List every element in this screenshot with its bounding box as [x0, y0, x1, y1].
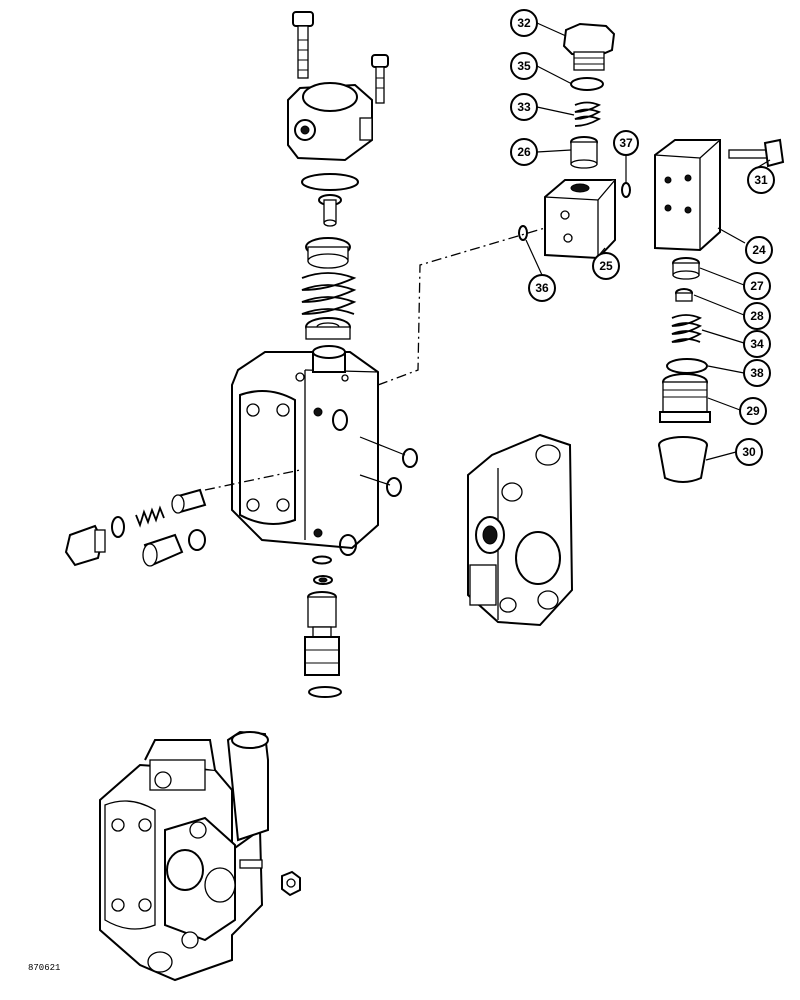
svg-text:31: 31 [754, 173, 768, 187]
small-o-ring-36 [518, 225, 528, 241]
callout-24: 24 [745, 236, 773, 264]
svg-text:38: 38 [750, 366, 764, 380]
o-ring-cover [301, 173, 359, 191]
top-cover-housing [287, 82, 373, 162]
callout-31: 31 [747, 166, 775, 194]
plug-left [64, 524, 106, 567]
o-ring-38 [666, 358, 708, 374]
svg-text:29: 29 [746, 404, 760, 418]
check-seat-27 [672, 257, 700, 280]
spring-seat-upper [305, 237, 351, 269]
callout-29: 29 [739, 397, 767, 425]
main-spring [301, 272, 357, 315]
cover-block-24 [654, 139, 721, 252]
main-valve-body [231, 345, 379, 550]
callout-26: 26 [510, 138, 538, 166]
end-cover-body [467, 433, 574, 627]
adapter-29 [659, 373, 711, 423]
svg-text:36: 36 [535, 281, 549, 295]
cap-screw-long [292, 11, 314, 79]
callout-35: 35 [510, 52, 538, 80]
small-spring-left [135, 505, 165, 528]
figure-id: 870621 [28, 963, 61, 973]
svg-text:32: 32 [517, 16, 531, 30]
cap-screw-short [371, 54, 389, 104]
svg-text:30: 30 [742, 445, 756, 459]
o-ring-port-2 [402, 448, 418, 468]
svg-text:28: 28 [750, 309, 764, 323]
assembled-valve [99, 730, 269, 982]
svg-text:33: 33 [517, 100, 531, 114]
callout-34: 34 [743, 330, 771, 358]
o-ring-plug [111, 516, 125, 538]
bolt-31 [728, 138, 785, 168]
svg-text:25: 25 [599, 259, 613, 273]
svg-text:35: 35 [517, 59, 531, 73]
svg-text:37: 37 [619, 136, 633, 150]
o-ring-spool-bottom [308, 686, 342, 698]
svg-text:34: 34 [750, 337, 764, 351]
relief-o-ring [570, 77, 604, 91]
svg-text:24: 24 [752, 243, 766, 257]
hex-nut [281, 870, 301, 897]
callout-36: 36 [528, 274, 556, 302]
o-ring-spool-top [312, 555, 332, 565]
relief-spring [574, 101, 602, 127]
callout-38: 38 [743, 359, 771, 387]
valve-block-25 [544, 179, 616, 260]
callout-27: 27 [743, 272, 771, 300]
relief-plug [562, 22, 616, 71]
spring-seat-lower [305, 317, 351, 340]
plug-nut-left [142, 533, 184, 567]
small-o-ring-37 [621, 182, 631, 198]
spool [304, 591, 340, 676]
check-spring-34 [671, 314, 703, 343]
callout-32: 32 [510, 9, 538, 37]
callout-33: 33 [510, 93, 538, 121]
callout-30: 30 [735, 438, 763, 466]
relief-poppet [570, 136, 598, 169]
o-ring-port-1 [332, 409, 348, 431]
o-ring-port-4 [339, 534, 357, 556]
cap-30 [658, 436, 708, 483]
callout-25: 25 [592, 252, 620, 280]
callout-37: 37 [613, 130, 639, 156]
o-ring-port-3 [386, 477, 402, 497]
poppet-left [171, 488, 207, 514]
plunger [318, 194, 342, 227]
svg-text:26: 26 [517, 145, 531, 159]
callout-28: 28 [743, 302, 771, 330]
o-ring-nut [188, 529, 206, 551]
spool-washer [313, 575, 333, 585]
alignment-line [377, 227, 546, 386]
check-poppet-28 [675, 288, 693, 302]
svg-text:27: 27 [750, 279, 764, 293]
